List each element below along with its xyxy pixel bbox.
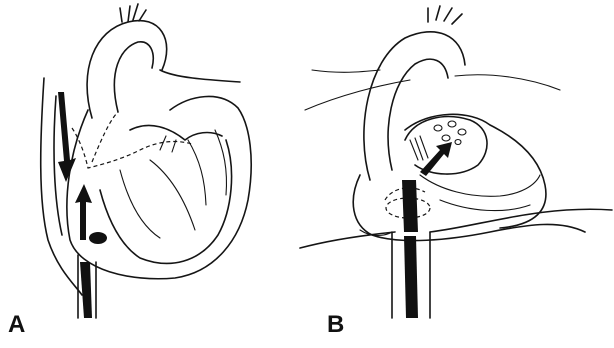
flow-arrow-down [58, 92, 76, 182]
flow-arrow-b [420, 142, 452, 176]
arch-branches [120, 4, 146, 22]
panel-b-heart-drawing [300, 6, 612, 318]
panel-label-a: A [8, 313, 25, 337]
flow-arrow-up [75, 184, 92, 240]
dashed-flow-path [72, 128, 192, 168]
panel-a-heart-drawing [41, 4, 251, 318]
dark-vessel-b [402, 180, 418, 232]
diaphragm-line [300, 209, 612, 248]
aortic-arch-b [364, 32, 465, 180]
panel-label-b: B [327, 313, 344, 337]
aortic-arch [87, 21, 167, 118]
heart-outline [67, 96, 251, 278]
valve-opening [89, 232, 107, 244]
